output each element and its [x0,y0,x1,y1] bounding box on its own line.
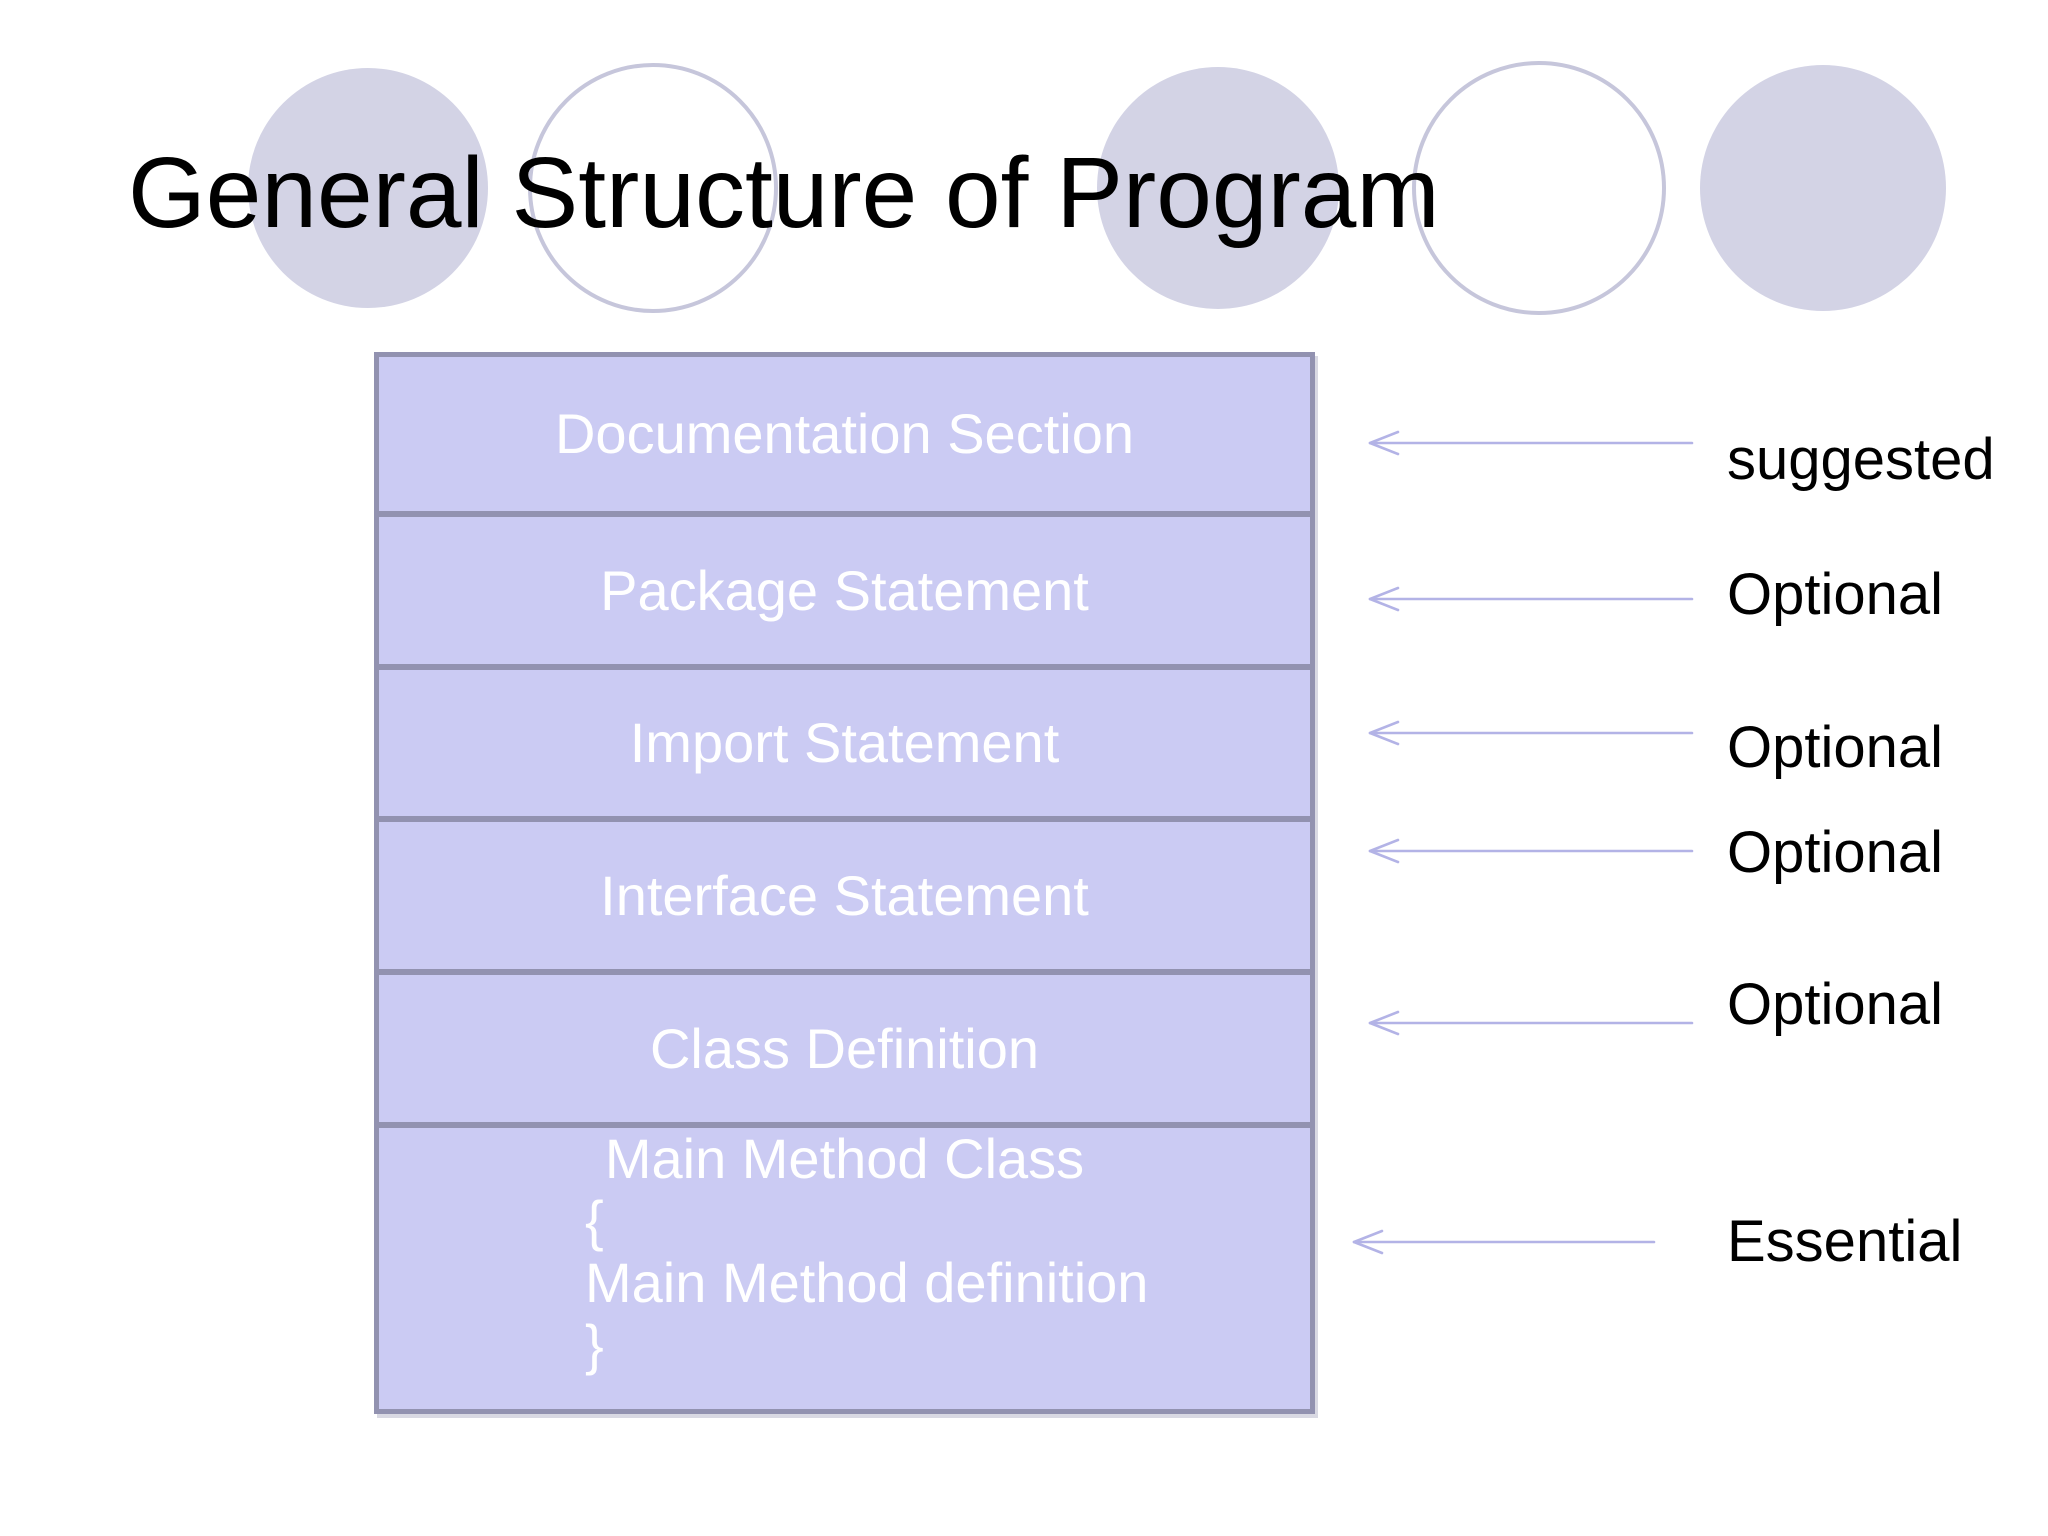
section-label: Package Statement [600,558,1089,622]
section-documentation: Documentation Section [379,357,1310,511]
section-main-method: Main Method Class { Main Method definiti… [379,1122,1310,1409]
decorative-circle-filled-1 [248,68,488,308]
decorative-circle-filled-2 [1097,67,1339,309]
annotation-optional-3: Optional [1727,820,1944,885]
annotation-optional-4: Optional [1727,972,1944,1037]
section-label: Import Statement [629,711,1060,774]
main-method-definition: Main Method definition [585,1251,1149,1314]
arrow-head [1368,838,1400,864]
decorative-circle-outlined-1 [528,63,778,313]
arrow-head [1368,586,1400,612]
section-label: Main Method Class [604,1127,1085,1190]
program-structure-diagram: Documentation Section Package Statement … [374,352,1315,1414]
annotation-optional-2: Optional [1727,715,1944,780]
annotation-arrow-optional-4 [1368,1010,1694,1036]
annotation-essential: Essential [1727,1209,1963,1274]
section-label: Interface Statement [600,863,1089,927]
decorative-circle-outlined-2 [1412,61,1666,315]
annotation-suggested: suggested [1727,427,1995,492]
decorative-circle-filled-3 [1700,65,1946,311]
main-method-open-brace: { [585,1189,604,1252]
section-package: Package Statement [379,511,1310,664]
annotation-arrow-optional-3 [1368,838,1694,864]
annotation-arrow-suggested [1368,430,1694,456]
arrow-head [1352,1229,1384,1255]
section-class-definition: Class Definition [379,969,1310,1122]
section-import: Import Statement [379,664,1310,816]
annotation-arrow-optional-2 [1368,720,1694,746]
section-interface: Interface Statement [379,816,1310,969]
annotation-arrow-essential [1352,1229,1656,1255]
arrow-head [1368,430,1400,456]
main-method-close-brace: } [585,1313,604,1376]
arrow-head [1368,720,1400,746]
section-label: Class Definition [649,1016,1040,1080]
annotation-arrow-optional-1 [1368,586,1694,612]
annotation-optional-1: Optional [1727,562,1944,627]
section-label: Documentation Section [554,402,1134,465]
arrow-head [1368,1010,1400,1036]
page-title: General Structure of Program [128,137,1440,249]
